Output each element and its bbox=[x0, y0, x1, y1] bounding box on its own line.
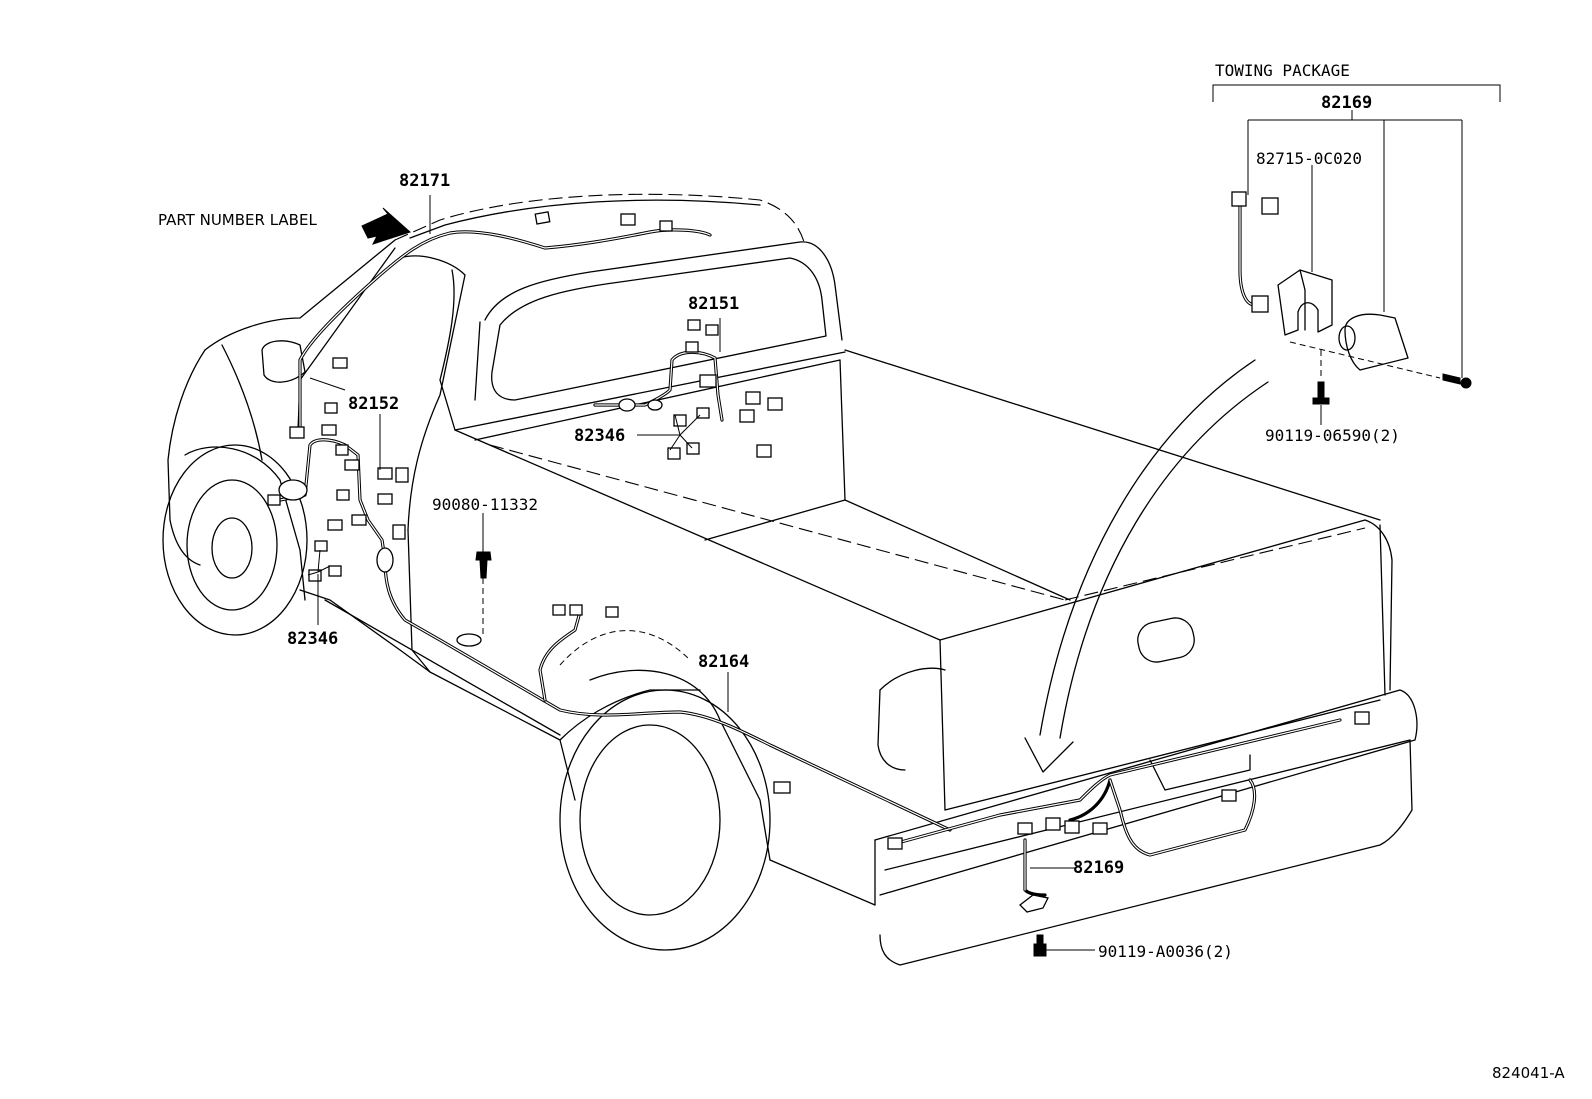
part-82171-label: 82171 bbox=[399, 171, 450, 191]
part-82346-center-label: 82346 bbox=[574, 426, 625, 446]
bolt-90119-a0036 bbox=[1033, 934, 1047, 957]
towing-package-label: TOWING PACKAGE bbox=[1215, 61, 1350, 80]
part-90119-06590-label: 90119-06590(2) bbox=[1265, 426, 1400, 445]
connectors bbox=[267, 211, 1370, 913]
part-82346-left-label: 82346 bbox=[287, 629, 338, 649]
bolt-90080-11332 bbox=[475, 551, 492, 579]
leader-lines bbox=[307, 195, 1095, 951]
part-90119-a0036-label: 90119-A0036(2) bbox=[1098, 942, 1233, 961]
part-82715-0c020-label: 82715-0C020 bbox=[1256, 149, 1362, 168]
part-90080-11332-label: 90080-11332 bbox=[432, 495, 538, 514]
diagram-reference-code: 824041-A bbox=[1492, 1064, 1565, 1082]
part-82151-label: 82151 bbox=[688, 294, 739, 314]
part-82169-bumper-label: 82169 bbox=[1073, 858, 1124, 878]
part-82152-label: 82152 bbox=[348, 394, 399, 414]
part-82169-inset-label: 82169 bbox=[1321, 93, 1372, 113]
towing-package-inset bbox=[1212, 84, 1501, 425]
part-82164-label: 82164 bbox=[698, 652, 749, 672]
curved-arrow bbox=[1024, 359, 1269, 773]
part-number-label-arrow bbox=[361, 207, 411, 245]
truck-body bbox=[162, 193, 1418, 966]
part-number-label-callout: PART NUMBER LABEL bbox=[158, 211, 317, 229]
wire-harnesses bbox=[267, 211, 1370, 957]
